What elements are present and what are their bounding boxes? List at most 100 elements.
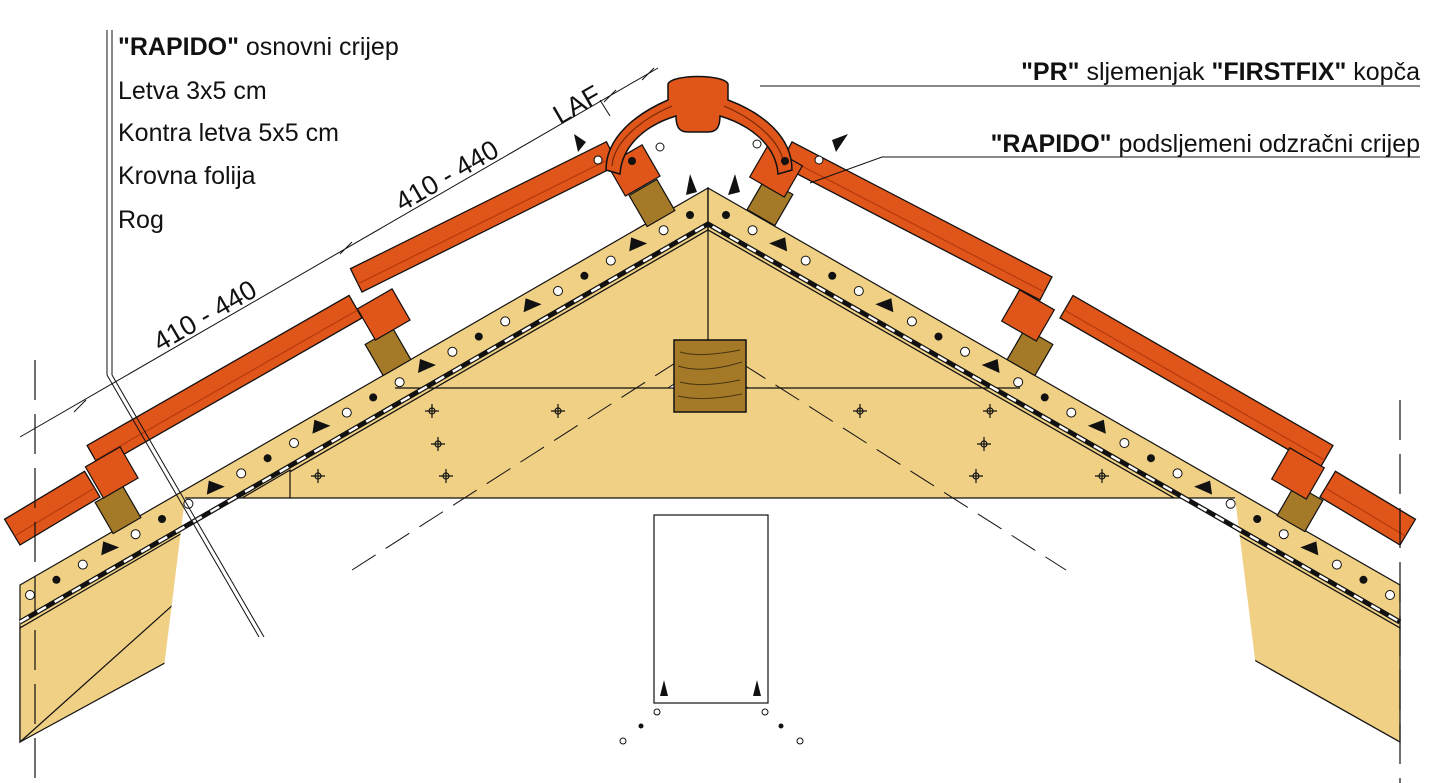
air-dot-light [447,346,458,357]
air-dot-light [1278,529,1289,540]
air-dot-dark [158,515,166,523]
airflow-arrow-icon [1087,419,1106,434]
batten [628,178,676,228]
air-dot-light [853,286,864,296]
nail-cross [425,404,439,418]
air-dot-light [1385,590,1395,600]
tile-left-1-groove [14,487,95,537]
air-dot-light [1331,559,1342,570]
brace-right [707,341,1067,571]
air-dot-light [553,286,563,296]
rafter-panels [19,186,1401,780]
air-dot-light [800,255,811,266]
label-ridge-tile: "PR" sljemenjak "FIRSTFIX" kopča [1021,58,1420,86]
post-icon [653,514,769,704]
air-dot-dark [828,271,837,280]
air-dot-dark [580,271,589,280]
nail-head [980,440,988,448]
tile-right-2 [1059,294,1334,469]
nail-head [314,472,322,480]
air-dot-light [289,438,299,448]
airflow-arrow-icon [629,237,648,252]
air-dot-light [1013,377,1024,388]
tile-lock-left [84,446,139,499]
dimension-line [19,67,659,438]
air-dot-light [1225,498,1236,509]
brace-left [351,341,709,571]
airflow-arrow-icon [418,359,436,373]
airflow-arrow-icon [523,298,542,313]
air-dot-dark [52,575,61,584]
air-dot-dark [1359,575,1368,584]
nail-cross [431,437,445,451]
tile-right-1-groove [1325,487,1406,537]
tile-lock-left [356,288,411,341]
label-rafter: Rog [118,206,164,234]
air-dot-dark [722,211,730,219]
air-dot-dark [686,211,694,219]
air-dot-dark [934,332,943,341]
left-labels: "RAPIDO" osnovni crijep Letva 3x5 cm Kon… [118,33,399,234]
ridge-vent-dots [593,139,824,165]
label-batten: Letva 3x5 cm [118,77,267,105]
airflow-arrow-icon [981,359,1000,373]
air-dot-light [1066,407,1077,418]
air-dot-light [236,468,247,479]
tile-left-2-groove [95,309,358,461]
left-leader [106,30,265,638]
tile-left-3-groove [357,156,615,285]
ridge-arrows [574,134,848,195]
post-vent-dots [619,708,804,745]
tile-left-1 [3,470,101,546]
air-dot-light [130,529,141,540]
airflow-arrow-icon [769,237,788,252]
dimension-lower: 410 - 440 [148,274,262,357]
nail-cross [1095,469,1109,483]
ridge-clip-left [628,157,789,165]
air-dot-dark [263,454,272,463]
nail-cross-icon [311,404,1109,483]
dimension-top: LAF [548,79,606,130]
batten-icon [94,177,1324,535]
air-dot-light [500,316,511,327]
air-dot-light [77,559,88,570]
air-dot-dark [474,332,483,341]
tile-right-3-groove [783,156,1045,293]
nail-cross [311,469,325,483]
tile-right-2-groove [1064,309,1325,461]
airflow-row-right [722,211,1395,600]
nail-head [972,472,980,480]
air-dot-light [747,225,758,236]
nail-head [856,407,864,415]
tile-right-1 [1319,470,1417,546]
air-dot-light [394,377,405,388]
airflow-arrow-icon [101,541,120,556]
nail-cross [977,437,991,451]
air-dot-light [1172,468,1183,479]
airflow-arrow-icon [1300,541,1319,556]
roof-foil [18,221,1402,625]
air-dot-light [183,498,194,509]
nail-cross [853,404,867,418]
nail-head [986,407,994,415]
nail-cross [439,469,453,483]
airflow-arrow-icon [312,419,331,434]
label-base-tile: "RAPIDO" osnovni crijep [118,33,399,61]
label-roof-foil: Krovna folija [118,162,256,190]
nail-head [434,440,442,448]
nail-cross [551,404,565,418]
air-dot-light [906,316,917,327]
nail-head [442,472,450,480]
nail-cross [983,404,997,418]
air-dot-light [341,407,352,418]
air-dot-dark [1146,454,1155,463]
nail-head [554,407,562,415]
nail-cross [969,469,983,483]
label-counter-batten: Kontra letva 5x5 cm [118,119,339,147]
airflow-arrow-icon [660,680,668,696]
nail-head [428,407,436,415]
air-dot-light [1119,438,1130,448]
tile-left-2 [86,294,363,469]
airflow-row-left [25,211,694,600]
air-dot-light [25,590,35,600]
